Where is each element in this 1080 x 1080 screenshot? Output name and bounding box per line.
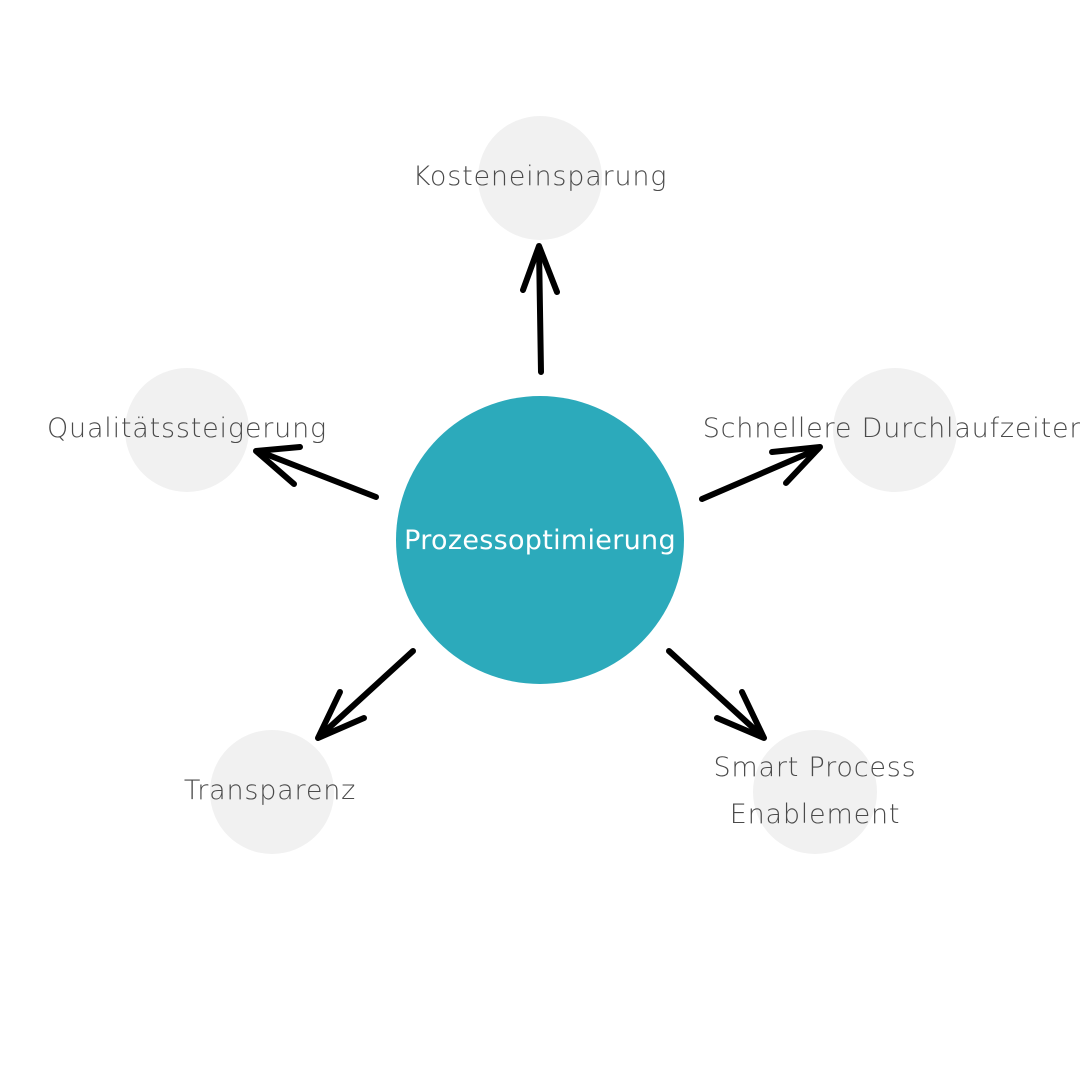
node-bubble-smart-process [753, 730, 877, 854]
center-node: Prozessoptimierung [396, 396, 684, 684]
arrow-up-icon [520, 243, 560, 375]
arrow-left-icon [253, 444, 379, 500]
arrow-right-icon [699, 444, 823, 502]
node-label-transparenz: Transparenz [183, 775, 357, 806]
node-label-smart-process-1: Smart Process [713, 752, 917, 783]
node-bubble-kosteneinsparung [478, 116, 602, 240]
node-label-smart-process-2: Enablement [729, 799, 901, 830]
node-label-durchlaufzeiten: Schnellere Durchlaufzeiten [702, 413, 1080, 444]
arrow-down-right-icon [666, 648, 767, 741]
node-bubble-qualitaet [125, 368, 249, 492]
node-label-qualitaet: Qualitätssteigerung [46, 413, 328, 444]
arrow-down-left-icon [315, 648, 416, 741]
node-bubble-transparenz [210, 730, 334, 854]
center-label: Prozessoptimierung [404, 524, 676, 556]
node-label-kosteneinsparung: Kosteneinsparung [412, 161, 668, 192]
node-bubble-durchlaufzeiten [833, 368, 957, 492]
